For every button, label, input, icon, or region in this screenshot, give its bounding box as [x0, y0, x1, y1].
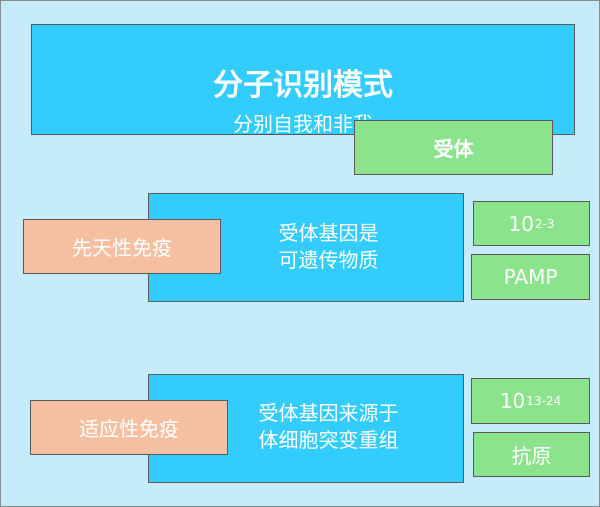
innate-description-line2: 可遗传物质	[278, 248, 379, 272]
adaptive-target-box: 抗原	[473, 432, 590, 477]
adaptive-immunity-label: 适应性免疫	[30, 400, 228, 455]
diagram-subtitle: 分别自我和非我	[233, 112, 373, 136]
adaptive-count-base: 10	[499, 389, 526, 413]
innate-immunity-label: 先天性免疫	[23, 219, 221, 274]
innate-description-line1: 受体基因是	[278, 221, 379, 245]
receptor-box: 受体	[354, 120, 553, 175]
adaptive-count-exponent: 13-24	[526, 394, 562, 408]
innate-count-base: 10	[508, 211, 534, 236]
diagram-title: 分子识别模式	[213, 68, 393, 103]
adaptive-description-line2: 体细胞突变重组	[258, 428, 399, 452]
innate-description: 受体基因是 可遗传物质	[149, 220, 463, 274]
innate-target-box: PAMP	[471, 254, 590, 300]
innate-description-box: 受体基因是 可遗传物质	[148, 193, 464, 302]
innate-count-exponent: 2-3	[534, 216, 555, 231]
adaptive-description-line1: 受体基因来源于	[258, 401, 399, 425]
title-box: 分子识别模式 分别自我和非我	[31, 24, 575, 136]
adaptive-description: 受体基因来源于 体细胞突变重组	[149, 400, 463, 454]
